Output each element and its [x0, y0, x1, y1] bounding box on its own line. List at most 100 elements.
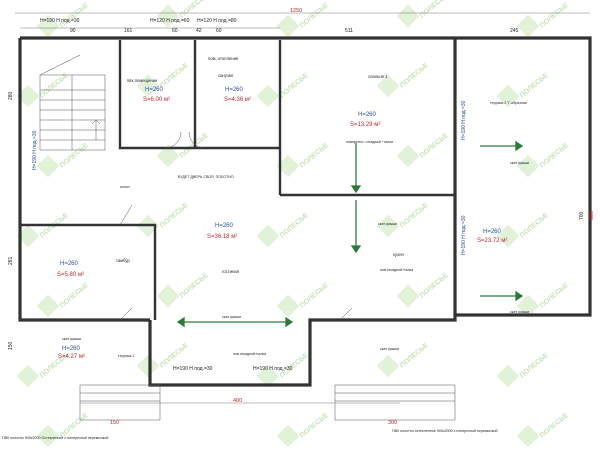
svg-text:ПОЛЕСЬЕ: ПОЛЕСЬЕ — [59, 282, 90, 310]
watermark-logo: ПОЛЕСЬЕ — [156, 132, 210, 168]
watermark-logo: ПОЛЕСЬЕ — [136, 202, 190, 238]
watermark-logo: ПОЛЕСЬЕ — [396, 132, 450, 168]
pvc-room-area: S=6.00 м² — [143, 97, 170, 103]
svg-text:ПОЛЕСЬЕ: ПОЛЕСЬЕ — [299, 142, 330, 170]
watermark-logo: ПОЛЕСЬЕ — [276, 282, 330, 318]
porch-roof-label: скат крыши — [62, 337, 81, 341]
svg-text:ПОЛЕСЬЕ: ПОЛЕСЬЕ — [39, 72, 70, 100]
svg-text:ПОЛЕСЬЕ: ПОЛЕСЬЕ — [399, 202, 430, 230]
roof-note-5: скат крыши — [380, 347, 399, 351]
bottom-left-red-dim: 150 — [110, 420, 119, 426]
svg-text:150: 150 — [8, 341, 14, 350]
pvc-room-label: пвх помещение — [127, 78, 158, 83]
svg-text:H=190 Н под.=30: H=190 Н под.=30 — [32, 130, 38, 170]
svg-text:ПОЛЕСЬЕ: ПОЛЕСЬЕ — [159, 202, 190, 230]
vestibule-area: S=5.80 м² — [57, 272, 84, 278]
svg-text:60: 60 — [172, 28, 178, 34]
svg-text:ПОЛЕСЬЕ: ПОЛЕСЬЕ — [519, 212, 550, 240]
roof-note-3: скат крыши — [510, 310, 529, 314]
svg-text:ПОЛЕСЬЕ: ПОЛЕСЬЕ — [539, 142, 570, 170]
svg-text:ПОЛЕСЬЕ: ПОЛЕСЬЕ — [539, 2, 570, 30]
staircase — [39, 54, 106, 151]
roof-slope-arrows — [176, 140, 524, 328]
wc-height: H=260 — [225, 87, 244, 93]
svg-text:H=190 Н под.=30: H=190 Н под.=30 — [461, 100, 467, 140]
svg-text:700: 700 — [579, 211, 585, 220]
terrace-right-label: терраса 2 'Г-образная' — [490, 101, 528, 105]
outer-wall-top-right — [20, 36, 592, 317]
svg-text:ПОЛЕСЬЕ: ПОЛЕСЬЕ — [279, 72, 310, 100]
watermark-logo: ПОЛЕСЬЕ — [376, 202, 430, 238]
bedroom-area: S=13.29 м² — [350, 122, 380, 128]
watermark-logo: ПОЛЕСЬЕ — [36, 282, 90, 318]
svg-text:ПОЛЕСЬЕ: ПОЛЕСЬЕ — [399, 62, 430, 90]
watermark-logo: ПОЛЕСЬЕ — [256, 72, 310, 108]
svg-text:ПОЛЕСЬЕ: ПОЛЕСЬЕ — [419, 272, 450, 300]
svg-text:511: 511 — [345, 28, 353, 34]
svg-text:ПОЛЕСЬЕ: ПОЛЕСЬЕ — [299, 412, 330, 440]
svg-text:ПОЛЕСЬЕ: ПОЛЕСЬЕ — [59, 2, 90, 30]
door-swings — [119, 131, 353, 321]
bedroom-height: H=260 — [358, 112, 377, 118]
svg-text:60: 60 — [216, 28, 222, 34]
watermark-logo: ПОЛЕСЬЕ — [496, 352, 550, 388]
kolonna-note: колон — [120, 185, 130, 189]
svg-text:H=190 Н под.=30: H=190 Н под.=30 — [173, 366, 213, 372]
svg-text:ПОЛЕСЬЕ: ПОЛЕСЬЕ — [419, 0, 450, 20]
steps-right — [334, 384, 456, 421]
watermark-logo: ПОЛЕСЬЕ — [16, 212, 70, 248]
watermark-logo: ПОЛЕСЬЕ — [276, 2, 330, 38]
kitchen-area: S=23.72 м² — [477, 238, 507, 244]
watermark-logo: ПОЛЕСЬЕ — [516, 2, 570, 38]
svg-text:H=190 Н под.=30: H=190 Н под.=30 — [461, 215, 467, 255]
watermark-logo: ПОЛЕСЬЕ — [396, 272, 450, 308]
terrace-left-label: терраса 1 — [118, 354, 134, 358]
watermark-logo: ПОЛЕСЬЕ — [516, 142, 570, 178]
watermark-logo: ПОЛЕСЬЕ — [376, 62, 430, 98]
svg-text:ПОЛЕСЬЕ: ПОЛЕСЬЕ — [299, 2, 330, 30]
svg-text:ПОЛЕСЬЕ: ПОЛЕСЬЕ — [299, 282, 330, 310]
wall-vestibule — [20, 223, 157, 320]
svg-text:H=190 Н под.=30: H=190 Н под.=30 — [253, 366, 293, 372]
watermark-logo: ПОЛЕСЬЕ — [36, 412, 90, 448]
svg-text:ПОЛЕСЬЕ: ПОЛЕСЬЕ — [179, 272, 210, 300]
watermark-logo: ПОЛЕСЬЕ — [276, 412, 330, 448]
svg-text:ПОЛЕСЬЕ: ПОЛЕСЬЕ — [159, 62, 190, 90]
watermark-logo: ПОЛЕСЬЕ — [36, 142, 90, 178]
beam-note-2: пов.откидной+галка — [380, 268, 413, 272]
vestibule-label: тамбур — [116, 258, 130, 263]
bottom-overall-dim: 400 — [233, 398, 242, 404]
window-label-top-left: H=190 Н под.=30 — [40, 18, 80, 24]
window-label-top-mid: H=120 Н под.=60 — [150, 18, 190, 24]
svg-text:ПОЛЕСЬЕ: ПОЛЕСЬЕ — [419, 132, 450, 160]
svg-text:161: 161 — [124, 28, 133, 34]
svg-text:ПОЛЕСЬЕ: ПОЛЕСЬЕ — [279, 212, 310, 240]
svg-text:42: 42 — [196, 28, 202, 34]
svg-text:ПОЛЕСЬЕ: ПОЛЕСЬЕ — [399, 342, 430, 370]
door-note: БУДЕТ ДВЕРЬ СВОЯ, ПОЛОТНО — [178, 175, 234, 179]
svg-text:281: 281 — [8, 256, 14, 265]
svg-text:ПОЛЕСЬЕ: ПОЛЕСЬЕ — [519, 72, 550, 100]
watermark-logo: ПОЛЕСЬЕ — [156, 272, 210, 308]
roof-note-4: скат крыши — [222, 315, 241, 319]
svg-text:ПОЛЕСЬЕ: ПОЛЕСЬЕ — [179, 0, 210, 20]
svg-text:ПОЛЕСЬЕ: ПОЛЕСЬЕ — [519, 352, 550, 380]
living-height: H=260 — [215, 223, 234, 229]
porch-area: S=4.27 м² — [58, 354, 85, 360]
living-area: S=36.18 м² — [207, 234, 237, 240]
living-label: гостиная — [222, 269, 239, 274]
boiler-label: пом. отопления — [208, 56, 238, 61]
svg-text:245: 245 — [510, 28, 519, 34]
pvc-left-caption: ПВХ полотно 900х2000 Остекленное с попер… — [2, 436, 108, 440]
pvc-room-height: H=260 — [145, 87, 164, 93]
roof-note-1: скат крыши — [510, 161, 529, 165]
porch-height: H=260 — [62, 346, 81, 352]
watermark-logo: ПОЛЕСЬЕ — [276, 142, 330, 178]
svg-text:ПОЛЕСЬЕ: ПОЛЕСЬЕ — [59, 142, 90, 170]
beam-note-1: поворотно- откидной +галка — [346, 140, 393, 144]
svg-text:ПОЛЕСЬЕ: ПОЛЕСЬЕ — [539, 282, 570, 310]
steps-left — [79, 384, 161, 421]
pvc-right-caption: ПВХ полотно остекленное 900х2000 с попер… — [392, 429, 498, 433]
svg-text:ПОЛЕСЬЕ: ПОЛЕСЬЕ — [539, 412, 570, 440]
